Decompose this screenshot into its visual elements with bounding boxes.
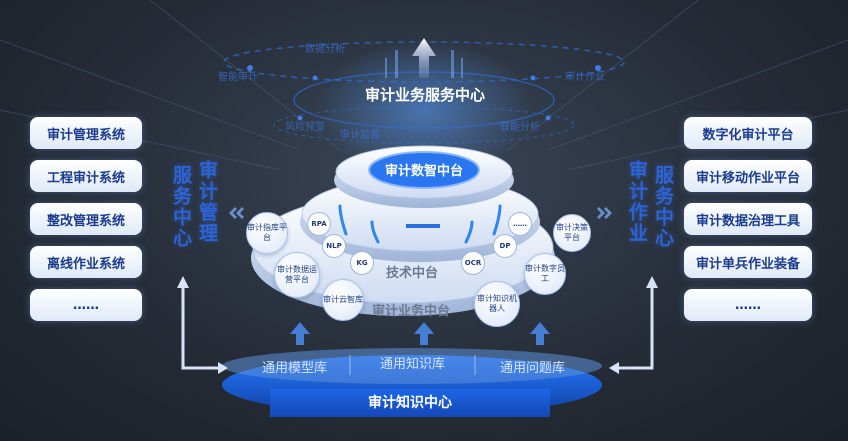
- left-system-item[interactable]: 离线作业系统: [30, 246, 142, 278]
- knowledge-center-title: 审计知识中心: [270, 389, 550, 417]
- tech-tag-rpa: RPA: [307, 212, 331, 236]
- tech-tag-nlp: NLP: [322, 234, 346, 258]
- orbit-label: 审计监督: [340, 130, 380, 141]
- tech-layer-label: 技术中台: [386, 266, 439, 281]
- module-digital-employee[interactable]: 审计数字员工: [524, 253, 566, 295]
- right-system-item[interactable]: 数字化审计平台: [684, 117, 812, 149]
- module-knowledge-robot[interactable]: 审计知识机器人: [474, 281, 520, 327]
- right-system-item[interactable]: 审计数据治理工具: [684, 203, 812, 235]
- left-vertical-label-2: 服务中心: [170, 165, 192, 249]
- right-system-item[interactable]: ……: [684, 289, 812, 321]
- orbit-label: 数据分析: [305, 44, 345, 55]
- tech-tag-more: ……: [508, 212, 532, 236]
- business-layer-label: 审计业务中台: [372, 304, 451, 319]
- tech-tag-dp: DP: [493, 234, 517, 258]
- data-intelligence-platform-label: 审计数智中台: [384, 164, 463, 179]
- library-knowledge: 通用知识库: [380, 357, 446, 372]
- library-model: 通用模型库: [262, 361, 328, 376]
- right-system-item[interactable]: 审计单兵作业装备: [684, 246, 812, 278]
- module-data-ops-platform[interactable]: 审计数据运营平台: [274, 252, 320, 298]
- orbit-label: 风险预警: [285, 122, 325, 133]
- left-system-item[interactable]: 审计管理系统: [30, 117, 142, 149]
- module-decision-platform[interactable]: 审计决策平台: [553, 214, 591, 252]
- service-center-title: 审计业务服务中心: [364, 86, 485, 104]
- module-cloud-library[interactable]: 审计云智库: [322, 279, 364, 321]
- orbit-label: 智能分析: [500, 122, 540, 133]
- tech-tag-ocr: OCR: [461, 251, 485, 275]
- right-vertical-label-1: 审计作业: [626, 160, 648, 244]
- orbit-label: 审计作业: [565, 72, 605, 83]
- left-system-item[interactable]: 工程审计系统: [30, 160, 142, 192]
- left-system-item[interactable]: ……: [30, 289, 142, 321]
- module-indicator-platform[interactable]: 审计指库平台: [246, 212, 288, 254]
- right-system-item[interactable]: 审计移动作业平台: [684, 160, 812, 192]
- left-system-item[interactable]: 整改管理系统: [30, 203, 142, 235]
- orbit-label: 智能审计: [218, 72, 258, 83]
- tech-tag-kg: KG: [350, 251, 374, 275]
- right-vertical-label-2: 服务中心: [652, 165, 674, 249]
- library-problem: 通用问题库: [500, 361, 566, 376]
- left-vertical-label-1: 审计管理: [196, 160, 218, 244]
